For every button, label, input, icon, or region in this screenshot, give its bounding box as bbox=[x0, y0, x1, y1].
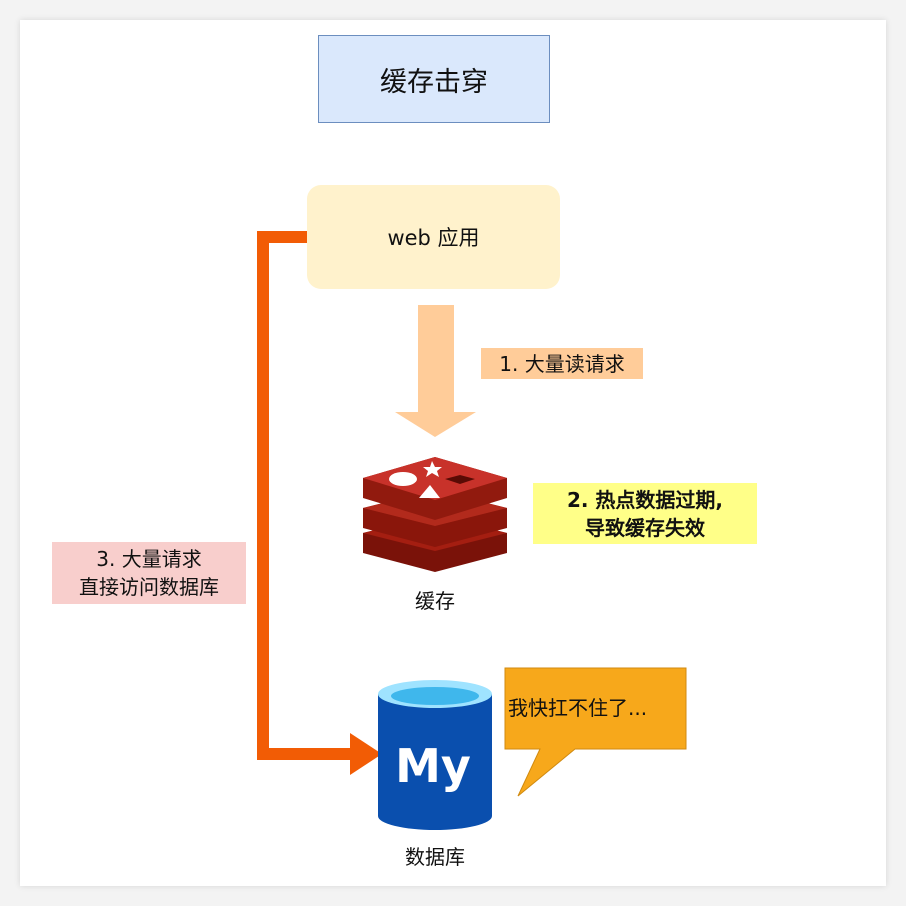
diagram-canvas: My 缓存击穿 web 应用 1. 大量读请求 2. 热点数据过期, 导致缓存失… bbox=[20, 20, 886, 886]
web-app-label: web 应用 bbox=[387, 226, 480, 250]
page-title: 缓存击穿 bbox=[318, 35, 550, 123]
step1-label: 1. 大量读请求 bbox=[481, 348, 643, 379]
speech-bubble-text: 我快扛不住了... bbox=[508, 696, 648, 720]
mysql-database-icon: My bbox=[378, 680, 492, 830]
mysql-logo-text: My bbox=[395, 739, 471, 793]
speech-bubble bbox=[504, 667, 687, 797]
arrow-web-to-database bbox=[257, 231, 382, 775]
step3-line1: 3. 大量请求 bbox=[96, 547, 202, 571]
diagram-graphics: My bbox=[257, 231, 687, 830]
database-caption: 数据库 bbox=[405, 845, 465, 869]
arrow-web-to-cache bbox=[395, 305, 476, 437]
step3-line2: 直接访问数据库 bbox=[79, 575, 219, 599]
web-app-node: web 应用 bbox=[307, 185, 560, 289]
step2-line1: 2. 热点数据过期, bbox=[566, 487, 724, 512]
step2-line2: 导致缓存失效 bbox=[585, 515, 705, 540]
step2-label: 2. 热点数据过期, 导致缓存失效 bbox=[533, 483, 757, 544]
cache-caption: 缓存 bbox=[415, 589, 455, 613]
redis-icon bbox=[363, 457, 507, 572]
step3-label: 3. 大量请求 直接访问数据库 bbox=[52, 542, 246, 604]
